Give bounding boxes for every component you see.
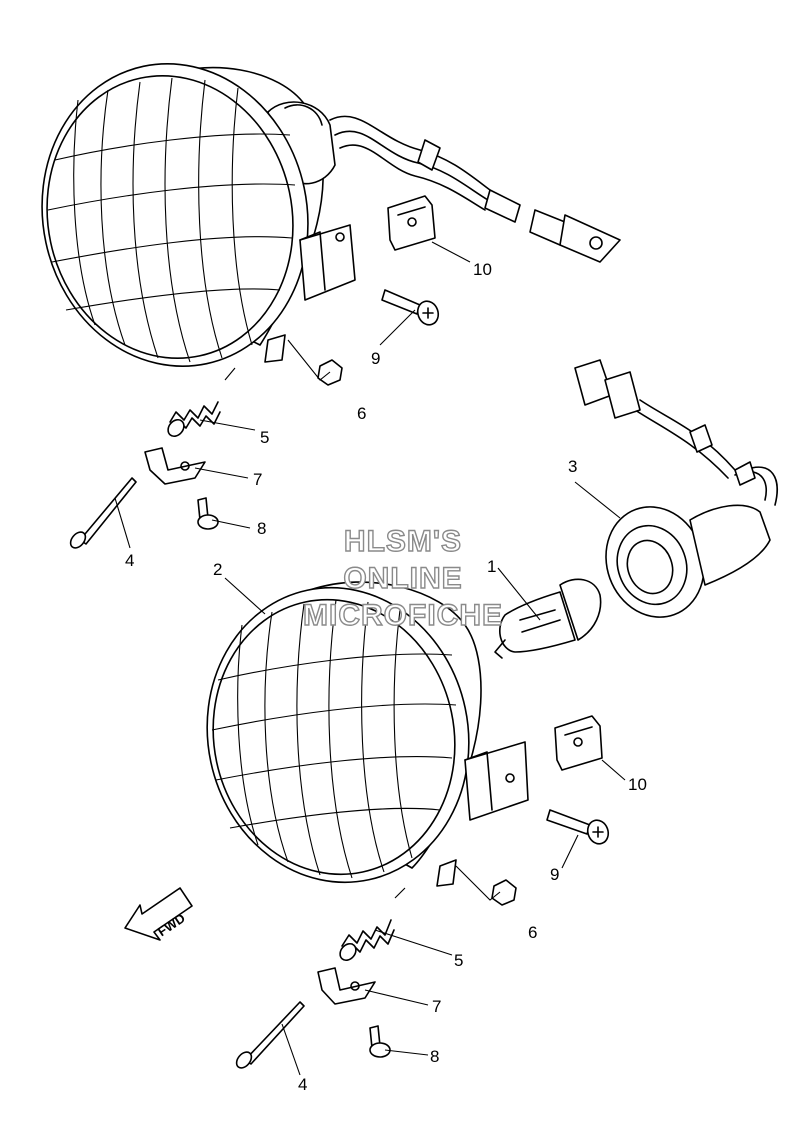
callout-3: 3 (568, 457, 577, 476)
nut-lower (491, 879, 517, 906)
callout-10-lower: 10 (628, 775, 647, 794)
spring-upper (167, 401, 221, 438)
callout-5-lower: 5 (454, 951, 463, 970)
screw-washer-upper (197, 497, 219, 530)
screw-washer-lower (369, 1025, 391, 1058)
callout-6-upper: 6 (357, 404, 366, 423)
callout-labels: 1 2 3 4 4 5 5 6 6 7 7 8 8 9 9 10 10 (125, 260, 647, 1094)
leader-lines (114, 241, 626, 1076)
screw-lower (546, 809, 610, 845)
watermark-line-1: HLSM'S (344, 525, 462, 558)
watermark-line-2: ONLINE (343, 562, 462, 595)
headlight-lower (206, 581, 529, 887)
bolt-lower (235, 1001, 305, 1069)
fwd-arrow-icon: FWD (124, 887, 193, 941)
callout-8-upper: 8 (257, 519, 266, 538)
clip-nut-upper (387, 195, 436, 251)
callout-9-upper: 9 (371, 349, 380, 368)
socket (574, 359, 778, 618)
bolt-upper (69, 477, 137, 549)
callout-2: 2 (213, 560, 222, 579)
bracket-lower (317, 967, 376, 1005)
callout-8-lower: 8 (430, 1047, 439, 1066)
callout-10-upper: 10 (473, 260, 492, 279)
bulb (494, 578, 602, 659)
callout-5-upper: 5 (260, 428, 269, 447)
clip-nut-lower (554, 715, 603, 771)
bracket-upper (144, 447, 206, 485)
screw-upper (381, 289, 440, 326)
callout-7-upper: 7 (253, 470, 262, 489)
watermark-line-3: MICROFICHE (303, 599, 503, 632)
callout-1: 1 (487, 557, 496, 576)
watermark: HLSM'S ONLINE MICROFICHE (302, 524, 503, 632)
callout-4-lower: 4 (298, 1075, 307, 1094)
callout-4-upper: 4 (125, 551, 134, 570)
spring-lower (339, 919, 395, 962)
callout-6-lower: 6 (528, 923, 537, 942)
callout-9-lower: 9 (550, 865, 559, 884)
callout-7-lower: 7 (432, 997, 441, 1016)
headlight-upper (41, 63, 621, 367)
